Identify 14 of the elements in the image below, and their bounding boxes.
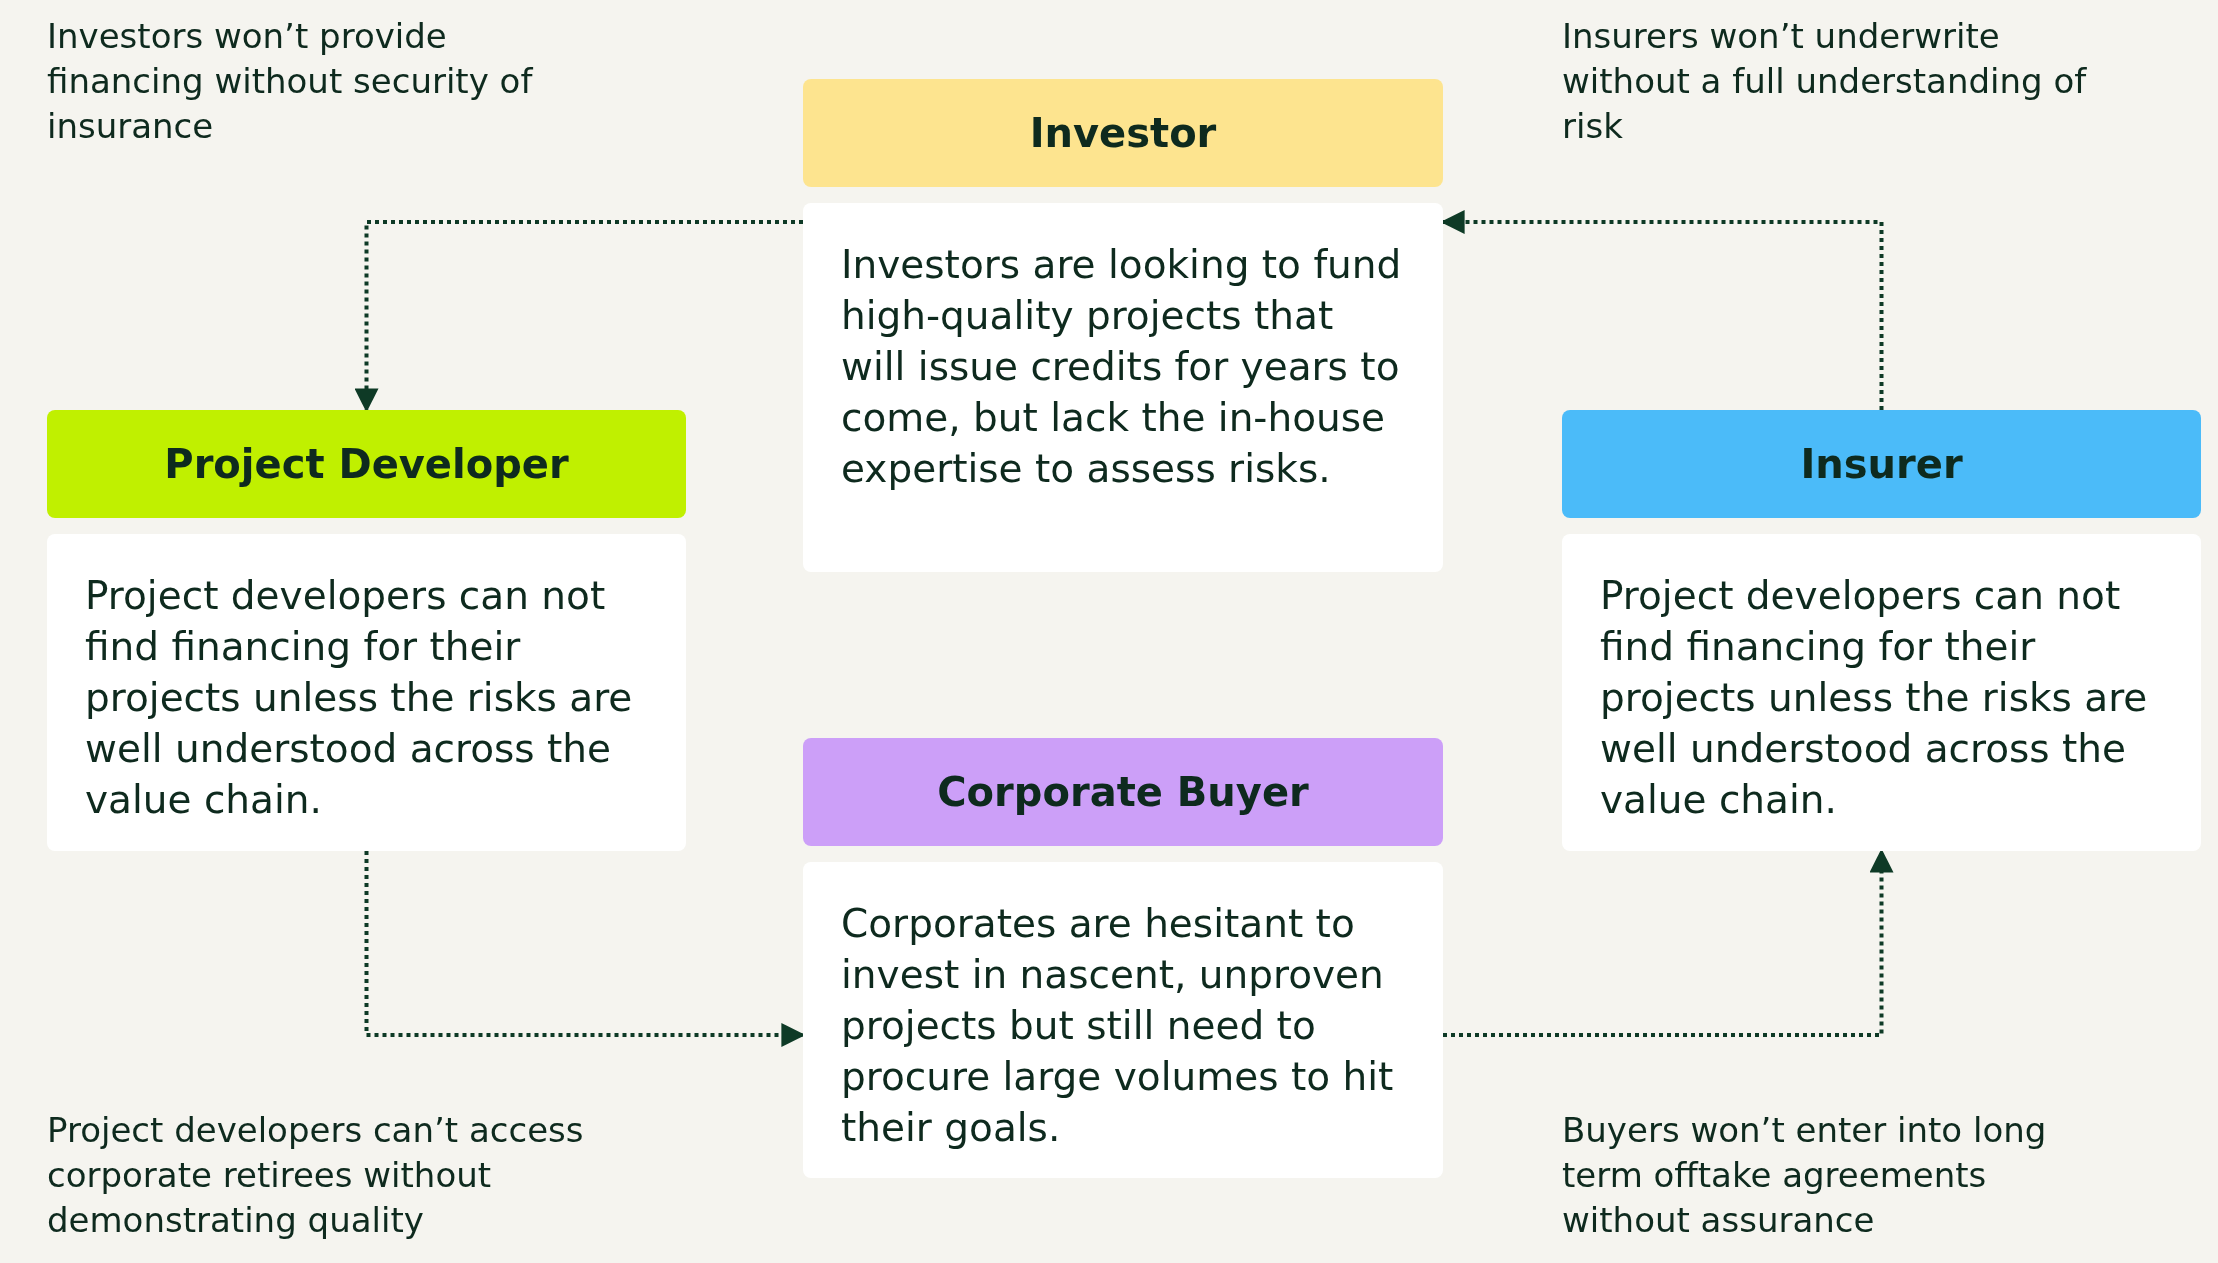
description-card: Corporates are hesitant to invest in nascent, unproven projects but still need to procure large volumes to hit their goals. (803, 862, 1443, 1178)
dotted-arrow (354, 220, 803, 413)
note-text: Project developers can’t access corporate retirees without demonstrating quality (47, 1109, 585, 1242)
card-heading: Project Developer (47, 410, 686, 518)
note-text: Investors won’t provide financing without security of insurance (47, 15, 534, 148)
card-heading: Investor (803, 79, 1443, 187)
description-card: Investors are looking to fund high-quality projects that will issue credits for years to come, but lack the in-house expertise to assess risks. (803, 203, 1443, 572)
note-text: Insurers won’t underwrite without a full understanding of risk (1562, 15, 2088, 148)
card-heading: Insurer (1562, 410, 2201, 518)
note-text: Buyers won’t enter into long term offtake agreements without assurance (1562, 1109, 2048, 1242)
description-card: Project developers can not find financing for their projects unless the risks are well understood across the value chain. (1562, 534, 2201, 851)
card-heading: Corporate Buyer (803, 738, 1443, 846)
dotted-arrow (1443, 848, 1894, 1037)
description-card: Project developers can not find financing for their projects unless the risks are well understood across the value chain. (47, 534, 686, 851)
